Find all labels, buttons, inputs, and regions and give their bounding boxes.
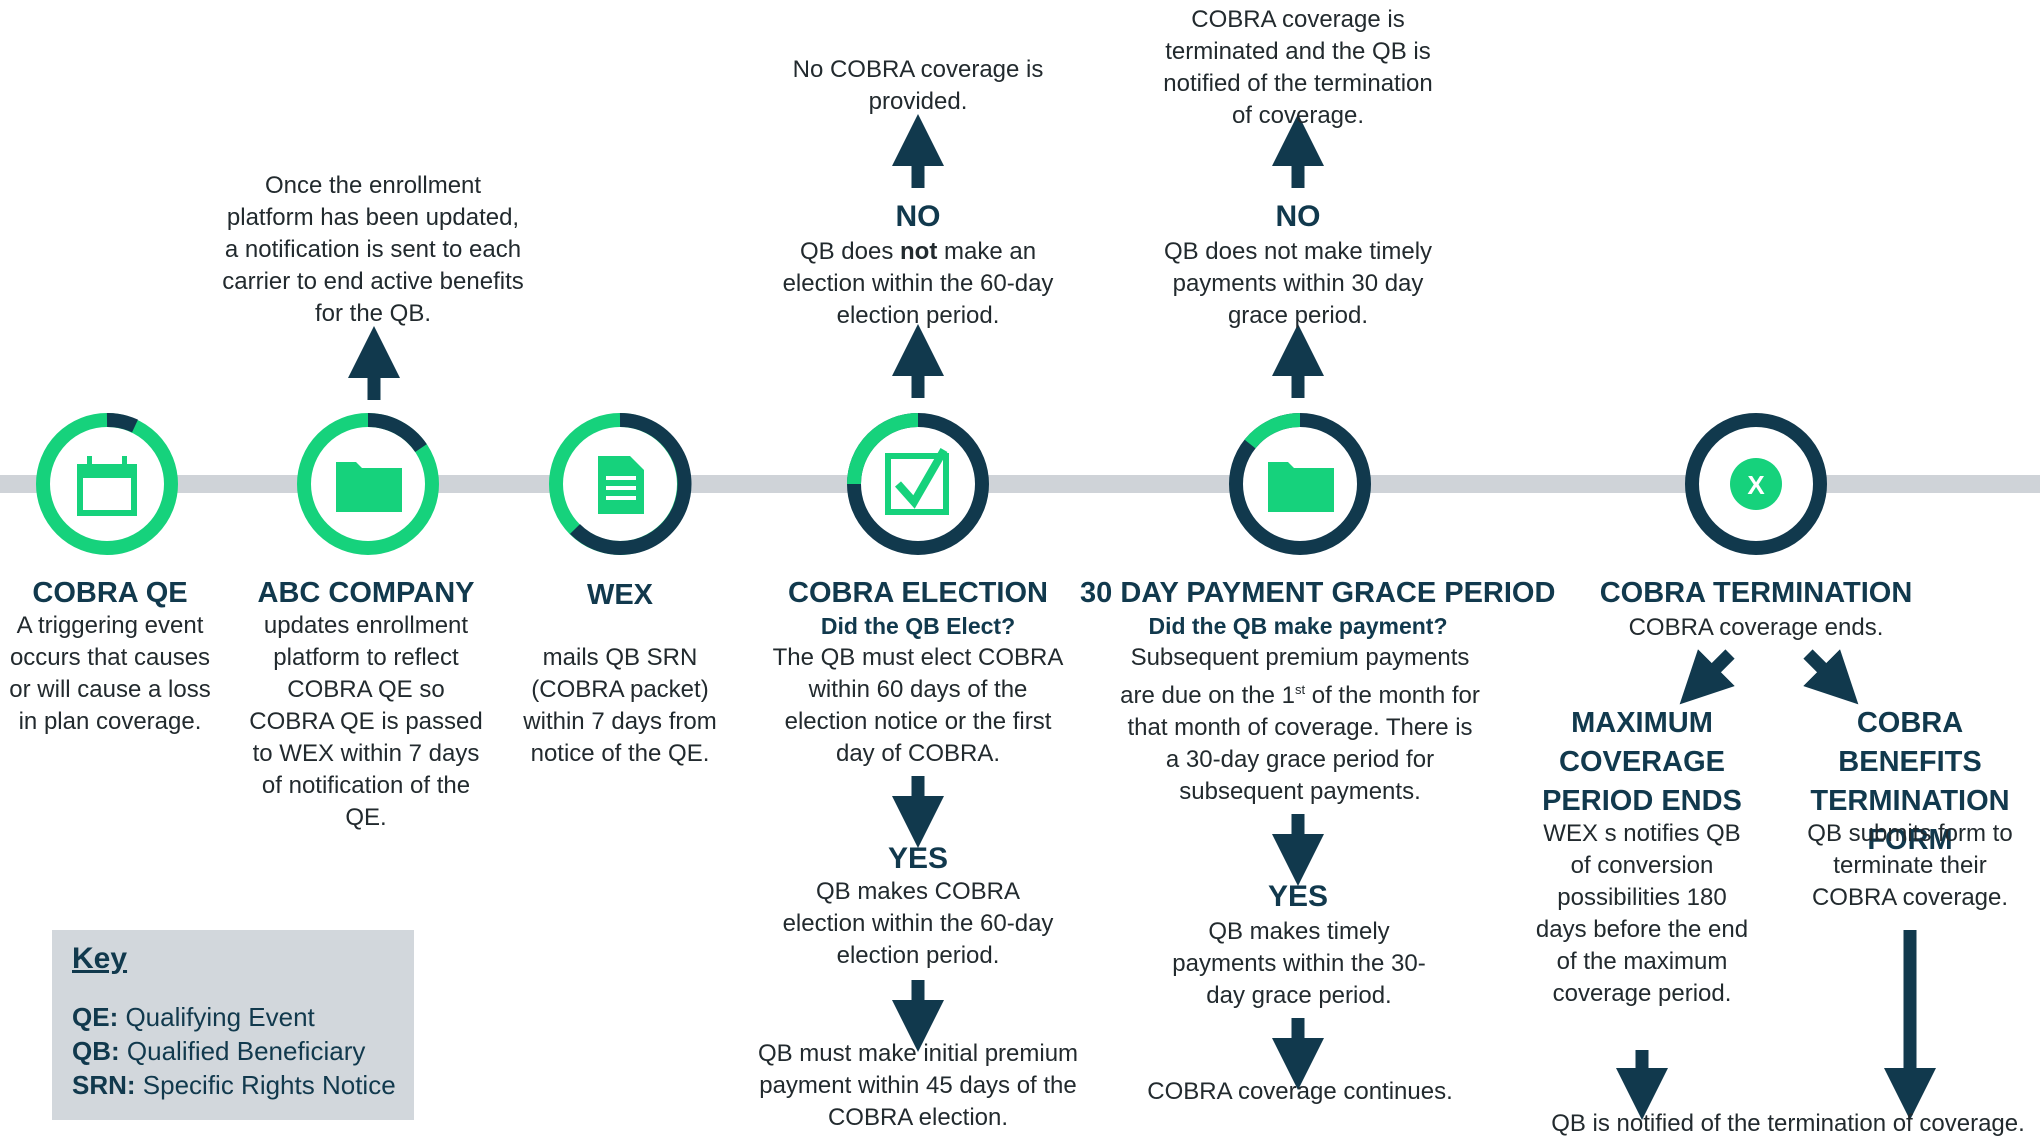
wex-ring	[549, 412, 692, 555]
termination-right-arrow	[1803, 649, 1859, 705]
election-yes-label: YES	[887, 842, 949, 875]
election-yes-result: QB must make initial premium payment wit…	[757, 1040, 1079, 1131]
termination-ring: X	[1685, 413, 1827, 555]
grace-period-title: 30 DAY PAYMENT GRACE PERIOD	[1080, 577, 1556, 609]
abc-company-ring	[297, 412, 439, 555]
key-item-qe: QE: Qualifying Event	[72, 1002, 315, 1032]
grace-yes-text: QB makes timely payments within the 30-d…	[1172, 918, 1426, 1009]
cobra-qe-description: A triggering event occurs that causes or…	[9, 612, 211, 735]
termination-form-title: COBRA BENEFITS TERMINATION FORM	[1810, 707, 2010, 856]
x-icon-letter: X	[1747, 470, 1765, 500]
calendar-icon	[77, 456, 137, 516]
max-period-description: WEX s notifies QB of conversion possibil…	[1535, 820, 1749, 1007]
folder-icon	[336, 462, 402, 512]
grace-period-description: Subsequent premium payments are due on t…	[1120, 644, 1480, 805]
grace-yes-result: COBRA coverage continues.	[1147, 1078, 1453, 1105]
folder-icon	[1268, 462, 1334, 512]
election-no-label: NO	[895, 200, 941, 233]
key-item-qb: QB: Qualified Beneficiary	[72, 1036, 366, 1066]
abc-company-description: updates enrollment platform to reflect C…	[249, 612, 483, 831]
election-no-result: No COBRA coverage is provided.	[792, 56, 1044, 115]
x-icon	[1730, 458, 1782, 510]
grace-no-label: NO	[1275, 200, 1321, 233]
termination-left-arrow	[1679, 649, 1735, 705]
key-title: Key	[72, 942, 128, 975]
termination-form-description: QB submits form to terminate their COBRA…	[1807, 820, 2013, 911]
cobra-election-ring	[847, 413, 989, 555]
grace-period-question: Did the QB make payment?	[1148, 613, 1448, 639]
grace-no-result: COBRA coverage is terminated and the QB …	[1163, 6, 1433, 129]
grace-yes-label: YES	[1267, 880, 1329, 913]
cobra-election-question: Did the QB Elect?	[820, 613, 1016, 639]
election-no-text: QB does not make an election within the …	[782, 238, 1054, 329]
key-legend: Key QE: Qualifying Event QB: Qualified B…	[52, 930, 414, 1120]
timeline-bar	[0, 475, 2040, 493]
checkbox-icon	[885, 448, 949, 515]
cobra-election-title: COBRA ELECTION	[788, 577, 1048, 609]
max-period-title: MAXIMUM COVERAGE PERIOD ENDS	[1542, 707, 1742, 817]
election-yes-text: QB makes COBRA election within the 60-da…	[782, 878, 1054, 969]
cobra-qe-title: COBRA QE	[32, 577, 188, 609]
termination-result: QB is notified of the termination of cov…	[1551, 1110, 2025, 1137]
grace-no-text: QB does not make timely payments within …	[1163, 238, 1433, 329]
termination-title: COBRA TERMINATION	[1599, 577, 1913, 609]
termination-description: COBRA coverage ends.	[1628, 614, 1884, 641]
wex-title: WEX	[586, 579, 654, 611]
document-icon	[598, 456, 644, 514]
key-item-srn: SRN: Specific Rights Notice	[72, 1070, 396, 1100]
grace-period-ring	[1229, 412, 1371, 555]
wex-description: mails QB SRN (COBRA packet) within 7 day…	[523, 644, 717, 767]
abc-carrier-notification-note: Once the enrollment platform has been up…	[222, 172, 524, 327]
cobra-election-description: The QB must elect COBRA within 60 days o…	[772, 644, 1064, 767]
abc-company-title: ABC COMPANY	[257, 577, 475, 609]
cobra-qe-ring	[36, 413, 178, 555]
